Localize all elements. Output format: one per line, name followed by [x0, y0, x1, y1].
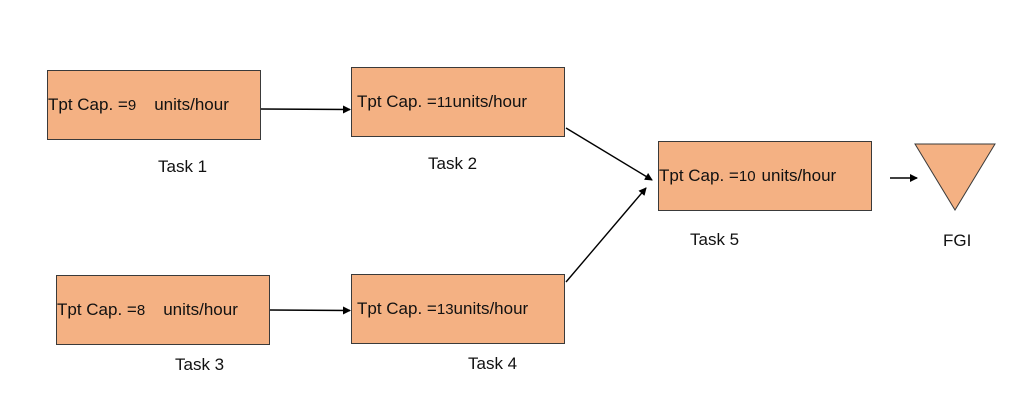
- task-3-label: Task 3: [175, 355, 225, 374]
- capacity-prefix: Tpt Cap. =: [357, 92, 437, 111]
- arrow-task4-to-task5: [565, 187, 647, 283]
- capacity-unit: units/hour: [761, 166, 837, 185]
- fgi-inverted-triangle-icon: [914, 143, 996, 211]
- capacity-prefix: Tpt Cap. =: [48, 95, 128, 114]
- task-5-box: Tpt Cap. = 10 units/hour: [658, 141, 872, 211]
- capacity-unit: units/hour: [452, 92, 528, 111]
- capacity-value: 10: [738, 167, 756, 185]
- capacity-prefix: Tpt Cap. =: [357, 299, 437, 318]
- arrow-task2-to-task5: [565, 127, 653, 181]
- fgi-label: FGI: [943, 231, 972, 250]
- arrow-task3-to-task4: [268, 306, 351, 315]
- task-1-box: Tpt Cap. = 9 units/hour: [47, 70, 261, 140]
- capacity-value: 9: [127, 96, 137, 114]
- capacity-value: 13: [436, 300, 454, 318]
- task-4-label: Task 4: [468, 354, 518, 373]
- capacity-unit: units/hour: [163, 300, 238, 319]
- arrow-task1-to-task2: [259, 105, 351, 114]
- capacity-prefix: Tpt Cap. =: [659, 166, 739, 185]
- capacity-value: 8: [136, 301, 146, 319]
- capacity-value: 11: [436, 93, 453, 111]
- capacity-unit: units/hour: [154, 95, 229, 114]
- task-2-label: Task 2: [428, 154, 478, 173]
- task-3-box: Tpt Cap. = 8 units/hour: [56, 275, 270, 345]
- capacity-prefix: Tpt Cap. =: [57, 300, 137, 319]
- task-1-label: Task 1: [158, 157, 208, 176]
- task-5-label: Task 5: [690, 230, 740, 249]
- capacity-unit: units/hour: [453, 299, 529, 318]
